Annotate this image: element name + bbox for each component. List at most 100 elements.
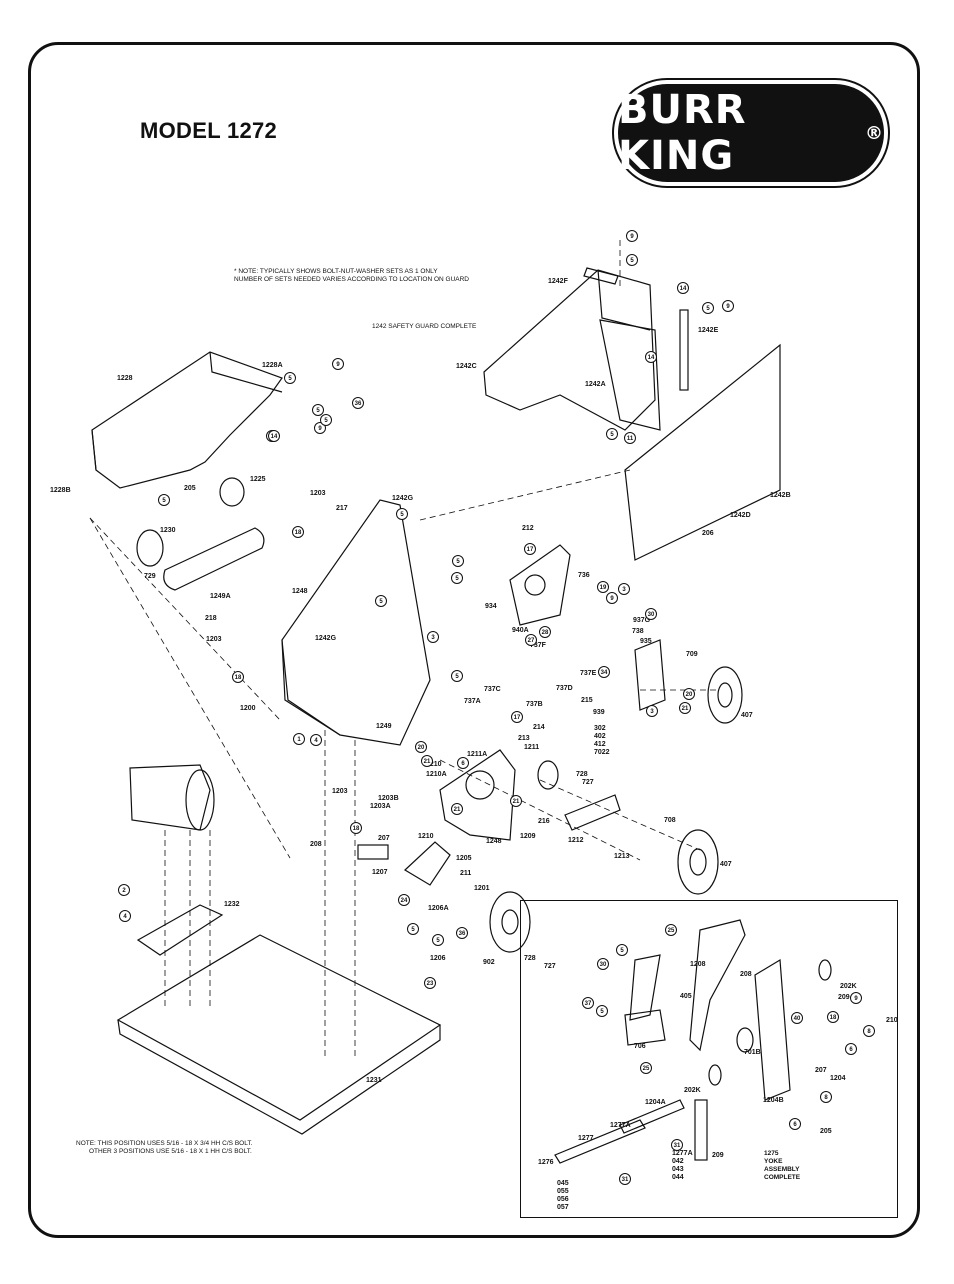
callout-number: 17 <box>527 547 534 553</box>
pulley-1225 <box>219 477 245 507</box>
hinge-1242E <box>679 309 689 391</box>
bracket-935 <box>634 639 666 711</box>
callout-circle <box>597 581 609 593</box>
part-label: 210 <box>886 1017 898 1024</box>
callout-circle <box>510 795 522 807</box>
part-label: 940A <box>512 627 529 634</box>
part-label: 1242E <box>698 327 719 334</box>
yoke-1248 <box>439 749 516 841</box>
callout-number: 9 <box>318 426 322 432</box>
part-label: 043 <box>672 1166 684 1173</box>
part-label: 1232 <box>224 901 240 908</box>
callout-circle <box>789 1118 801 1130</box>
callout-number: 18 <box>295 530 302 536</box>
callout-number: 28 <box>542 630 549 636</box>
callout-circle <box>845 1043 857 1055</box>
part-label: 1210A <box>426 771 447 778</box>
part-label: 1228A <box>262 362 283 369</box>
callout-circle <box>452 555 464 567</box>
callout-circle <box>863 1025 875 1037</box>
callout-circle <box>432 934 444 946</box>
bracket-405 <box>629 954 661 1021</box>
callout-number: 27 <box>528 638 535 644</box>
callout-circle <box>645 608 657 620</box>
part-label: 407 <box>741 712 753 719</box>
part-label: 737F <box>530 642 547 649</box>
callout-circle <box>451 670 463 682</box>
callout-number: 36 <box>459 931 466 937</box>
part-label: 706 <box>634 1043 646 1050</box>
callout-number: 21 <box>424 759 431 765</box>
block-706 <box>624 1009 666 1046</box>
part-label: 1211A <box>467 751 487 758</box>
part-label: 1277A <box>610 1122 631 1129</box>
callout-circle <box>582 997 594 1009</box>
callout-number: 8 <box>824 1095 828 1101</box>
part-label: 736 <box>578 572 590 579</box>
callout-circle <box>352 397 364 409</box>
callout-number: 6 <box>461 761 465 767</box>
callout-circle <box>511 711 523 723</box>
yoke-plate-1204B <box>754 958 791 1101</box>
burr-king-logo: BURR KING® <box>618 84 884 182</box>
part-label: 1277A <box>672 1150 693 1157</box>
roller-202K-low <box>708 1064 722 1086</box>
callout-number: 25 <box>668 928 675 934</box>
callout-number: 5 <box>400 512 404 518</box>
part-label: 045 <box>557 1180 569 1187</box>
callout-number: 5 <box>436 938 440 944</box>
position-note: NOTE: THIS POSITION USES 5/16 - 18 x 3/4… <box>76 1140 252 1156</box>
position-note-line-2: OTHER 3 POSITIONS USE 5/16 - 18 x 1 HH C… <box>89 1148 252 1155</box>
callout-number: 5 <box>630 258 634 264</box>
part-label: 728 <box>524 955 536 962</box>
part-label: 737A <box>464 698 481 705</box>
callout-number: 9 <box>726 304 730 310</box>
callout-number: 17 <box>514 715 521 721</box>
guard-complete-note: 1242 SAFETY GUARD COMPLETE <box>372 323 477 330</box>
part-label: 737B <box>526 701 543 708</box>
callout-number: 21 <box>513 799 520 805</box>
callout-circle <box>618 583 630 595</box>
part-label: 407 <box>720 861 732 868</box>
callout-circle <box>525 634 537 646</box>
callout-number: 5 <box>316 408 320 414</box>
part-label: 701B <box>744 1049 761 1056</box>
callout-circle <box>398 894 410 906</box>
callout-number: 23 <box>427 981 434 987</box>
part-label: 1242B <box>770 492 791 499</box>
part-label: 1210 <box>426 761 442 768</box>
callout-number: 3 <box>431 635 435 641</box>
callout-circle <box>312 404 324 416</box>
part-label: 302 <box>594 725 606 732</box>
page-border <box>28 42 920 1238</box>
bushing-701B <box>736 1027 754 1053</box>
callout-number: 4 <box>314 738 318 744</box>
callout-circle <box>645 351 657 363</box>
part-label: 1242G <box>315 635 337 642</box>
callout-circle <box>850 992 862 1004</box>
callout-circle <box>702 302 714 314</box>
roller-202K-top <box>818 959 832 981</box>
callout-circle <box>232 671 244 683</box>
part-label: 737D <box>556 685 573 692</box>
callout-number: 5 <box>379 599 383 605</box>
part-label: 1208 <box>690 961 706 968</box>
callout-number: 31 <box>622 1177 629 1183</box>
callout-circle <box>268 430 280 442</box>
part-label: 1204A <box>645 1099 666 1106</box>
logo-text: BURR KING <box>618 87 747 179</box>
callout-circle <box>597 958 609 970</box>
callout-number: 34 <box>601 670 608 676</box>
position-note-line-1: NOTE: THIS POSITION USES 5/16 - 18 x 3/4… <box>76 1140 253 1147</box>
model-title: MODEL 1272 <box>140 118 278 143</box>
callout-number: 6 <box>849 1047 853 1053</box>
part-label: 939 <box>593 709 605 716</box>
part-label: 1242G <box>392 495 414 502</box>
part-label: 1206A <box>428 905 449 912</box>
part-label: 405 <box>680 993 692 1000</box>
callout-circle <box>314 422 326 434</box>
part-label: 212 <box>522 525 534 532</box>
part-label: 1204 <box>830 1075 846 1082</box>
part-label: 1249 <box>376 723 392 730</box>
part-label: 937G <box>633 617 651 624</box>
